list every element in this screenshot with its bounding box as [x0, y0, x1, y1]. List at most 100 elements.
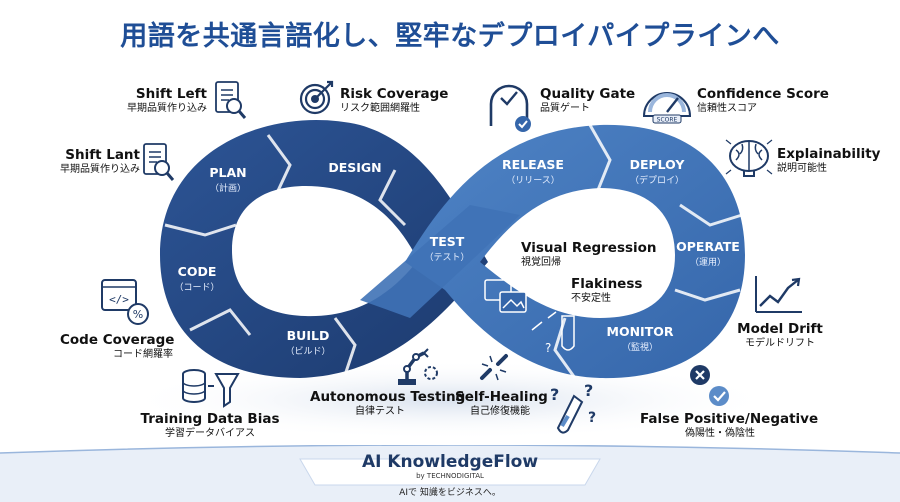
trend-chart-icon: [755, 276, 802, 313]
document-search-icon-2: [143, 143, 175, 181]
robot-arm-icon: [398, 348, 438, 385]
stage-operate-sub: （運用）: [690, 257, 726, 268]
term-explainability-en: Explainability: [777, 146, 881, 162]
term-confidence-score-ja: 信頼性スコア: [697, 102, 757, 114]
divider-build-test: [333, 317, 357, 376]
brain-icon: [725, 139, 773, 177]
target-icon: [299, 80, 334, 115]
right-lobe-band: [405, 124, 745, 379]
document-search-icon: [215, 81, 247, 119]
term-quality-gate: Quality Gate 品質ゲート: [540, 86, 640, 114]
code-file-icon: </> %: [101, 279, 149, 325]
stage-build-label: BUILD: [287, 328, 330, 343]
stage-monitor: MONITOR （監視）: [607, 324, 674, 353]
stage-plan-sub: （計画）: [210, 182, 246, 194]
term-shift-lant: Shift Lant 早期品質作り込み: [20, 147, 140, 175]
term-risk-coverage-en: Risk Coverage: [340, 86, 449, 102]
question-tube-icon: ? ? ?: [550, 382, 596, 434]
stage-deploy-sub: （デプロイ）: [630, 174, 684, 186]
stage-code: CODE （コード）: [174, 264, 219, 293]
term-training-data-bias-ja: 学習データバイアス: [165, 427, 255, 439]
term-model-drift-ja: モデルドリフト: [745, 337, 815, 349]
test-tube-icon: [561, 315, 575, 351]
stage-plan-label: PLAN: [209, 165, 246, 180]
stage-release-label: RELEASE: [502, 157, 564, 172]
stage-plan: PLAN （計画）: [209, 165, 246, 194]
term-self-healing-en: Self-Healing: [455, 389, 548, 405]
term-risk-coverage-ja: リスク範囲網羅性: [340, 102, 420, 114]
term-self-healing: Self-Healing 自己修復機能: [455, 389, 548, 417]
svg-text:?: ?: [550, 385, 559, 404]
term-code-coverage-ja: コード網羅率: [113, 348, 173, 360]
stage-build: BUILD （ビルド）: [285, 328, 330, 357]
divider-operate-monitor: [674, 288, 741, 302]
brand-name: AI KnowledgeFlow: [361, 452, 539, 472]
stage-monitor-sub: （監視）: [622, 341, 658, 353]
stage-deploy-label: DEPLOY: [630, 157, 686, 172]
term-autonomous-testing-ja: 自律テスト: [355, 405, 405, 417]
term-training-data-bias: Training Data Bias 学習データバイアス: [140, 411, 280, 439]
svg-text:?: ?: [545, 341, 551, 355]
image-compare-icon: [484, 279, 527, 313]
term-false-positive-negative-en: False Positive/Negative: [640, 411, 819, 427]
broken-chain-icon: [480, 354, 508, 381]
term-training-data-bias-en: Training Data Bias: [140, 411, 280, 427]
stage-test: TEST （テスト）: [424, 234, 469, 263]
term-explainability-ja: 説明可能性: [777, 162, 827, 174]
score-gauge-icon: SCORE: [642, 92, 692, 124]
divider-plan-code: [164, 223, 237, 237]
stage-release-sub: （リリース）: [506, 175, 560, 186]
stage-operate: OPERATE （運用）: [676, 239, 740, 268]
term-model-drift: Model Drift モデルドリフト: [730, 321, 830, 349]
footer-banner: [0, 445, 900, 502]
divider-code-build: [189, 308, 252, 336]
stage-test-label: TEST: [430, 234, 465, 249]
term-explainability: Explainability 説明可能性: [777, 146, 892, 174]
broken-link-icon: ?: [531, 311, 557, 355]
svg-text:</>: </>: [109, 293, 129, 306]
score-label: SCORE: [657, 117, 678, 124]
stage-build-sub: （ビルド）: [285, 346, 330, 357]
term-flakiness-ja: 不安定性: [571, 292, 611, 304]
term-autonomous-testing: Autonomous Testing 自律テスト: [310, 389, 466, 417]
cross-check-icon: [690, 365, 729, 406]
term-shift-left-ja: 早期品質作り込み: [127, 102, 207, 114]
term-quality-gate-ja: 品質ゲート: [540, 102, 590, 114]
term-risk-coverage: Risk Coverage リスク範囲網羅性: [340, 86, 470, 114]
svg-text:%: %: [133, 308, 143, 321]
center-crossing: [360, 205, 520, 318]
term-code-coverage-en: Code Coverage: [60, 332, 175, 348]
term-shift-lant-ja: 早期品質作り込み: [60, 163, 140, 175]
term-visual-regression: Visual Regression 視覚回帰: [521, 240, 657, 268]
quality-gate-icon: [489, 84, 531, 132]
term-visual-regression-en: Visual Regression: [521, 240, 657, 256]
brand-tagline: AIで 知識をビジネスへ。: [399, 488, 501, 498]
term-self-healing-ja: 自己修復機能: [470, 405, 530, 417]
stage-code-label: CODE: [178, 264, 217, 279]
term-code-coverage: Code Coverage コード網羅率: [60, 332, 175, 360]
term-flakiness-en: Flakiness: [571, 276, 643, 292]
term-confidence-score-en: Confidence Score: [697, 86, 829, 102]
divider-plan-design: [266, 134, 292, 196]
term-false-positive-negative: False Positive/Negative 偽陽性・偽陰性: [640, 411, 819, 439]
stage-monitor-label: MONITOR: [607, 324, 674, 339]
stage-code-sub: （コード）: [174, 282, 219, 293]
stage-test-sub: （テスト）: [424, 252, 469, 263]
page-title: 用語を共通言語化し、堅牢なデプロイパイプラインへ: [120, 21, 780, 52]
stage-deploy: DEPLOY （デプロイ）: [630, 157, 686, 186]
term-autonomous-testing-en: Autonomous Testing: [310, 389, 466, 405]
stage-design-label: DESIGN: [328, 160, 381, 175]
term-shift-left: Shift Left 早期品質作り込み: [92, 86, 207, 114]
stage-release: RELEASE （リリース）: [502, 157, 564, 186]
divider-release-deploy: [588, 124, 612, 191]
term-shift-lant-en: Shift Lant: [65, 147, 140, 163]
term-confidence-score: Confidence Score 信頼性スコア: [697, 86, 837, 114]
divider-deploy-operate: [679, 203, 743, 227]
term-flakiness: Flakiness 不安定性: [571, 276, 651, 304]
term-quality-gate-en: Quality Gate: [540, 86, 636, 102]
term-visual-regression-ja: 視覚回帰: [521, 256, 561, 268]
stage-operate-label: OPERATE: [676, 239, 740, 254]
term-shift-left-en: Shift Left: [135, 86, 207, 102]
svg-text:?: ?: [584, 382, 593, 400]
